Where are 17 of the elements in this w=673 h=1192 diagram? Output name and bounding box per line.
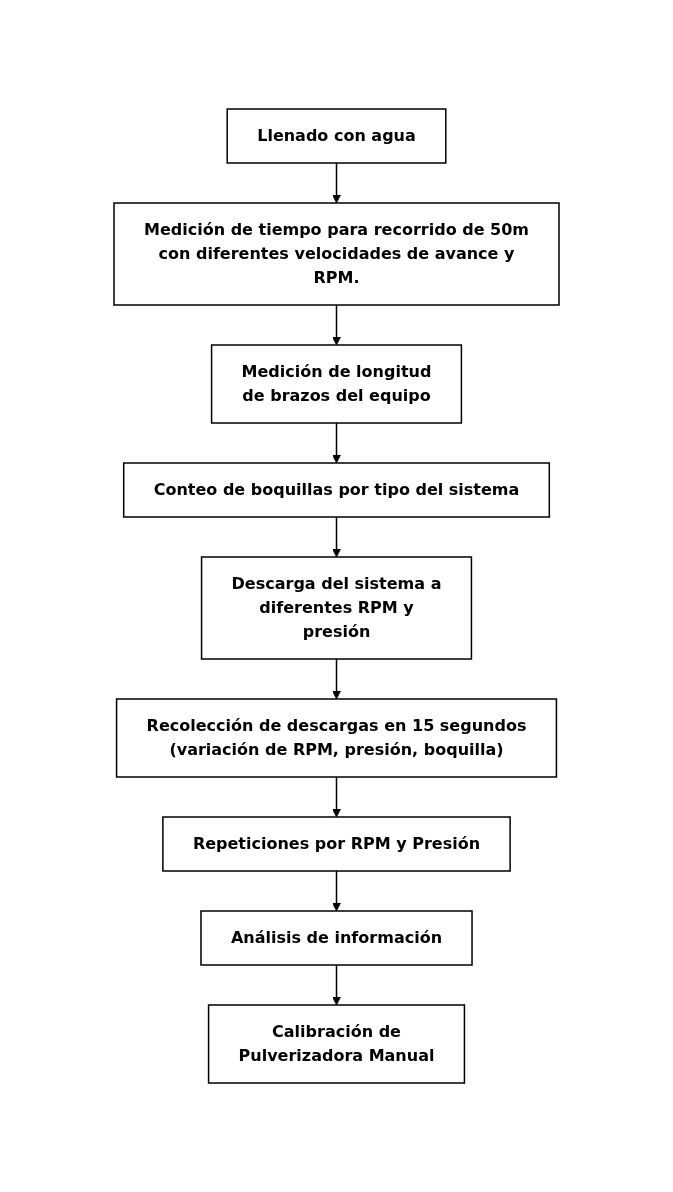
arrow [332, 304, 341, 346]
arrow [332, 776, 341, 818]
arrow [332, 516, 341, 558]
arrow [332, 422, 341, 464]
node-box: Análisis de información [200, 910, 473, 966]
node-box: Medición de longitud de brazos del equipo [210, 344, 463, 424]
node-box: Descarga del sistema a diferentes RPM y presión [200, 556, 473, 660]
node-box: Calibración de Pulverizadora Manual [207, 1004, 466, 1084]
node-box: Medición de tiempo para recorrido de 50m con diferentes velocidades de avance y RPM. [113, 202, 560, 306]
arrow [332, 964, 341, 1006]
node-box: Llenado con agua [226, 108, 447, 164]
node-box: Repeticiones por RPM y Presión [162, 816, 511, 872]
arrow [332, 658, 341, 700]
arrow [332, 162, 341, 204]
arrow [332, 870, 341, 912]
node-box: Recolección de descargas en 15 segundos (variación de RPM, presión, boquilla) [115, 698, 558, 778]
node-box: Conteo de boquillas por tipo del sistema [122, 462, 551, 518]
